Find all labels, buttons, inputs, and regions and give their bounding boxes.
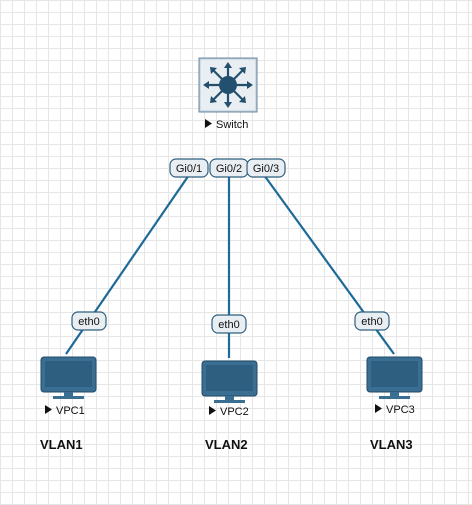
port-badge bbox=[71, 311, 107, 331]
play-icon bbox=[375, 404, 382, 413]
port-badge bbox=[354, 311, 390, 331]
switch-node[interactable]: Switch bbox=[198, 57, 258, 131]
vpc2-node[interactable]: VPC2 bbox=[201, 360, 258, 418]
vpc1-label: VPC1 bbox=[56, 405, 85, 417]
port-label-gi03: Gi0/3 bbox=[253, 163, 279, 175]
play-icon bbox=[209, 406, 216, 415]
vpc2-port-eth0[interactable]: eth0 bbox=[211, 314, 247, 334]
play-icon bbox=[45, 405, 52, 414]
port-label-vpc1-eth0: eth0 bbox=[78, 316, 99, 328]
port-label-gi01: Gi0/1 bbox=[176, 163, 202, 175]
port-label-gi02: Gi0/2 bbox=[216, 163, 242, 175]
port-label-vpc2-eth0: eth0 bbox=[218, 319, 239, 331]
vpc2-label: VPC2 bbox=[220, 406, 249, 418]
vpc3-label: VPC3 bbox=[386, 404, 415, 416]
monitor-icon bbox=[40, 356, 97, 399]
vlan3-label: VLAN3 bbox=[370, 437, 413, 452]
switch-port-gi03[interactable]: Gi0/3 bbox=[246, 158, 286, 178]
switch-label: Switch bbox=[216, 119, 248, 131]
port-label-vpc3-eth0: eth0 bbox=[361, 316, 382, 328]
monitor-icon bbox=[201, 360, 258, 403]
play-icon bbox=[205, 119, 212, 128]
port-badge bbox=[246, 158, 286, 178]
port-badge bbox=[169, 158, 209, 178]
switch-port-gi01[interactable]: Gi0/1 bbox=[169, 158, 209, 178]
multilayer-switch-icon bbox=[198, 57, 258, 113]
monitor-icon bbox=[366, 356, 423, 399]
vpc1-node[interactable]: VPC1 bbox=[40, 356, 97, 417]
vlan2-label: VLAN2 bbox=[205, 437, 248, 452]
vpc3-port-eth0[interactable]: eth0 bbox=[354, 311, 390, 331]
vpc3-node[interactable]: VPC3 bbox=[366, 356, 423, 416]
vpc1-port-eth0[interactable]: eth0 bbox=[71, 311, 107, 331]
vlan1-label: VLAN1 bbox=[40, 437, 83, 452]
port-badge bbox=[211, 314, 247, 334]
switch-port-gi02[interactable]: Gi0/2 bbox=[209, 158, 249, 178]
